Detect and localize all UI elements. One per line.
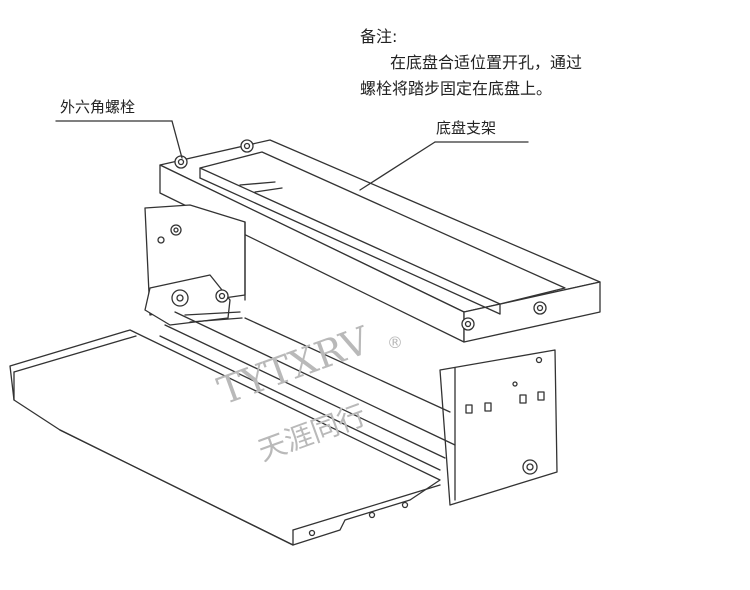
watermark-registered-mark: ® <box>387 333 403 352</box>
note-line-1: 在底盘合适位置开孔，通过 <box>390 53 583 72</box>
note-block: 备注: 在底盘合适位置开孔，通过 螺栓将踏步固定在底盘上。 <box>360 24 582 102</box>
hex-bolt <box>174 139 547 331</box>
hinge-arm <box>144 274 231 326</box>
step-tread <box>9 329 441 546</box>
callout-chassis-bracket: 底盘支架 <box>436 119 497 137</box>
channel-rail <box>159 311 456 471</box>
note-line-2: 螺栓将踏步固定在底盘上。 <box>360 79 553 98</box>
right-side-plate <box>439 349 558 506</box>
note-heading: 备注: <box>360 27 398 46</box>
callout-hex-bolt: 外六角螺栓 <box>60 98 136 116</box>
chassis-bracket <box>159 139 601 343</box>
leader-lines <box>55 120 529 191</box>
